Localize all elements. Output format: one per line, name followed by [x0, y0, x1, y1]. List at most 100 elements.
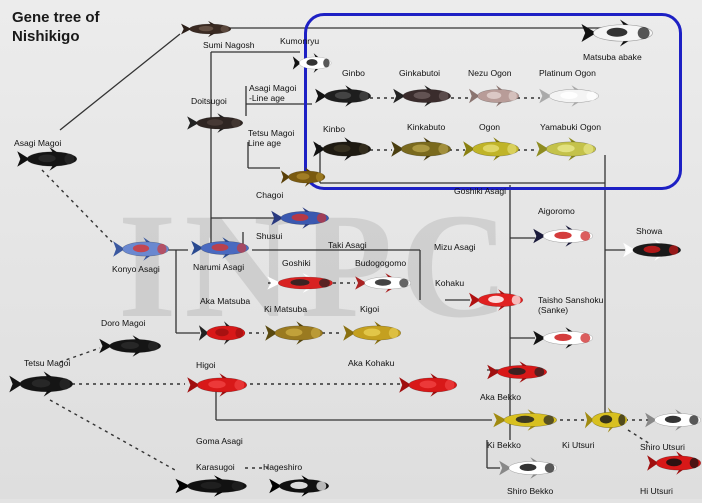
taisho-sanshoku-koi-shape	[533, 327, 594, 349]
yamabuki-ogon-koi-shape	[536, 137, 597, 161]
label-aka-kohaku: Aka Kohaku	[348, 358, 395, 368]
link-asagi-sumi	[59, 33, 181, 131]
goshiki-koi-shape	[267, 273, 333, 293]
label-showa: Showa	[636, 226, 663, 236]
ogon-highlight-box	[304, 13, 682, 190]
fish-ki-bekko	[492, 408, 558, 432]
hageshiro-koi-shape	[269, 475, 330, 497]
label-platinum-ogon: Platinum Ogon	[539, 68, 596, 78]
label-goshiki-asagi: Goshiki Asagi	[454, 186, 507, 196]
fish-hageshiro	[268, 474, 330, 498]
doro-magoi-koi-shape	[99, 335, 161, 357]
label-goma-asagi: Goma Asagi	[196, 436, 243, 446]
kinkabuto-koi-shape	[391, 137, 452, 161]
label-aigoromo: Aigoromo	[538, 206, 575, 216]
fish-aigoromo	[532, 224, 594, 248]
label-konyo-asagi: Konyo Asagi	[112, 264, 160, 274]
label-ki-matsuba: Ki Matsuba	[264, 304, 307, 314]
kumonryu-koi-shape	[292, 53, 332, 73]
fish-higoi	[186, 372, 248, 398]
fish-ki-utsuri	[584, 406, 628, 434]
fish-kohaku	[468, 288, 524, 312]
kinbo-koi-shape	[313, 137, 372, 161]
label-ogon: Ogon	[479, 122, 501, 132]
fish-kinbo	[312, 136, 372, 162]
label-higoi: Higoi	[196, 360, 216, 370]
fish-doitsugoi	[186, 112, 244, 134]
tetsu-magoi-koi-shape	[9, 371, 73, 397]
fish-narumi-asagi	[190, 236, 250, 260]
label-budogogomo: Budogogomo	[355, 258, 407, 268]
kohaku-koi-shape	[469, 289, 524, 311]
label-goshiki: Goshiki	[282, 258, 311, 268]
ki-matsuba-koi-shape	[265, 321, 324, 345]
fish-showa	[622, 238, 682, 262]
narumi-asagi-koi-shape	[191, 237, 250, 259]
fish-matsuba-abake	[580, 18, 654, 48]
label-ki-utsuri: Ki Utsuri	[562, 440, 595, 450]
fish-chagoi	[280, 166, 326, 188]
fish-shiro-utsuri	[644, 408, 702, 432]
higoi-koi-shape	[187, 373, 248, 397]
kigoi-koi-shape	[343, 321, 402, 345]
fish-hi-utsuri	[646, 450, 702, 476]
ki-utsuri-koi-shape	[584, 407, 628, 433]
label-shusui: Shusui	[256, 231, 283, 241]
shusui-koi-shape	[271, 207, 330, 229]
ki-bekko-koi-shape	[493, 409, 557, 431]
label-doro-magoi: Doro Magoi	[101, 318, 146, 328]
label-taisho-sanshoku: Taisho Sanshoku (Sanke)	[538, 295, 604, 315]
showa-koi-shape	[623, 239, 682, 261]
label-doitsugoi: Doitsugoi	[191, 96, 227, 106]
fish-aka-matsuba	[198, 320, 246, 346]
aigoromo-koi-shape	[533, 225, 594, 247]
fish-aka-kohaku	[398, 372, 458, 398]
label-shiro-bekko: Shiro Bekko	[507, 486, 554, 496]
link-hi-utsuri	[627, 429, 651, 445]
label-asagi-magoi: Asagi Magoi	[14, 138, 62, 148]
fish-yamabuki-ogon	[535, 136, 597, 162]
fish-sumi-nagoshi	[180, 20, 232, 38]
fish-shusui	[270, 206, 330, 230]
label-ki-bekko: Ki Bekko	[487, 440, 521, 450]
link-asagi-konyo	[41, 169, 113, 243]
label-hi-utsuri: Hi Utsuri	[640, 486, 673, 496]
fish-shiro-bekko	[498, 456, 558, 480]
label-aka-matsuba: Aka Matsuba	[200, 296, 251, 306]
link-tetsu-doro	[59, 347, 101, 363]
fish-taisho-sanshoku	[532, 326, 594, 350]
budogogomo-koi-shape	[355, 273, 412, 293]
asagi-magoi-koi-shape	[17, 147, 78, 171]
shiro-utsuri-koi-shape	[645, 409, 702, 431]
label-mizu-asagi: Mizu Asagi	[434, 242, 476, 252]
fish-ogon	[462, 136, 520, 162]
fish-ginbo	[314, 84, 372, 108]
nezu-ogon-koi-shape	[469, 85, 520, 107]
chagoi-koi-shape	[280, 167, 326, 187]
fish-karasugoi	[174, 474, 248, 498]
label-nezu-ogon: Nezu Ogon	[468, 68, 512, 78]
aka-bekko-koi-shape	[487, 361, 548, 383]
label-karasugoi: Karasugoi	[196, 462, 235, 472]
sumi-nagoshi-koi-shape	[181, 20, 232, 38]
label-ginkabutoi: Ginkabutoi	[399, 68, 441, 78]
label-kohaku: Kohaku	[435, 278, 465, 288]
fish-kumonryu	[292, 52, 332, 74]
fish-ki-matsuba	[264, 320, 324, 346]
karasugoi-koi-shape	[175, 475, 247, 497]
label-kinkabuto: Kinkabuto	[407, 122, 446, 132]
label-chagoi: Chagoi	[256, 190, 284, 200]
label-tetsu-magoi: Tetsu Magoi	[24, 358, 71, 368]
label-tetsu-magoi-lineage: Tetsu Magoi Line age	[248, 128, 295, 148]
aka-matsuba-koi-shape	[198, 321, 246, 345]
fish-nezu-ogon	[468, 84, 520, 108]
fish-goshiki	[266, 272, 334, 294]
label-hageshiro: Hageshiro	[263, 462, 303, 472]
konyo-asagi-koi-shape	[113, 237, 170, 261]
label-ginbo: Ginbo	[342, 68, 365, 78]
link-tetsu-karasu	[49, 399, 176, 471]
label-yamabuki-ogon: Yamabuki Ogon	[540, 122, 601, 132]
platinum-ogon-koi-shape	[539, 85, 600, 107]
label-narumi-asagi: Narumi Asagi	[193, 262, 245, 272]
